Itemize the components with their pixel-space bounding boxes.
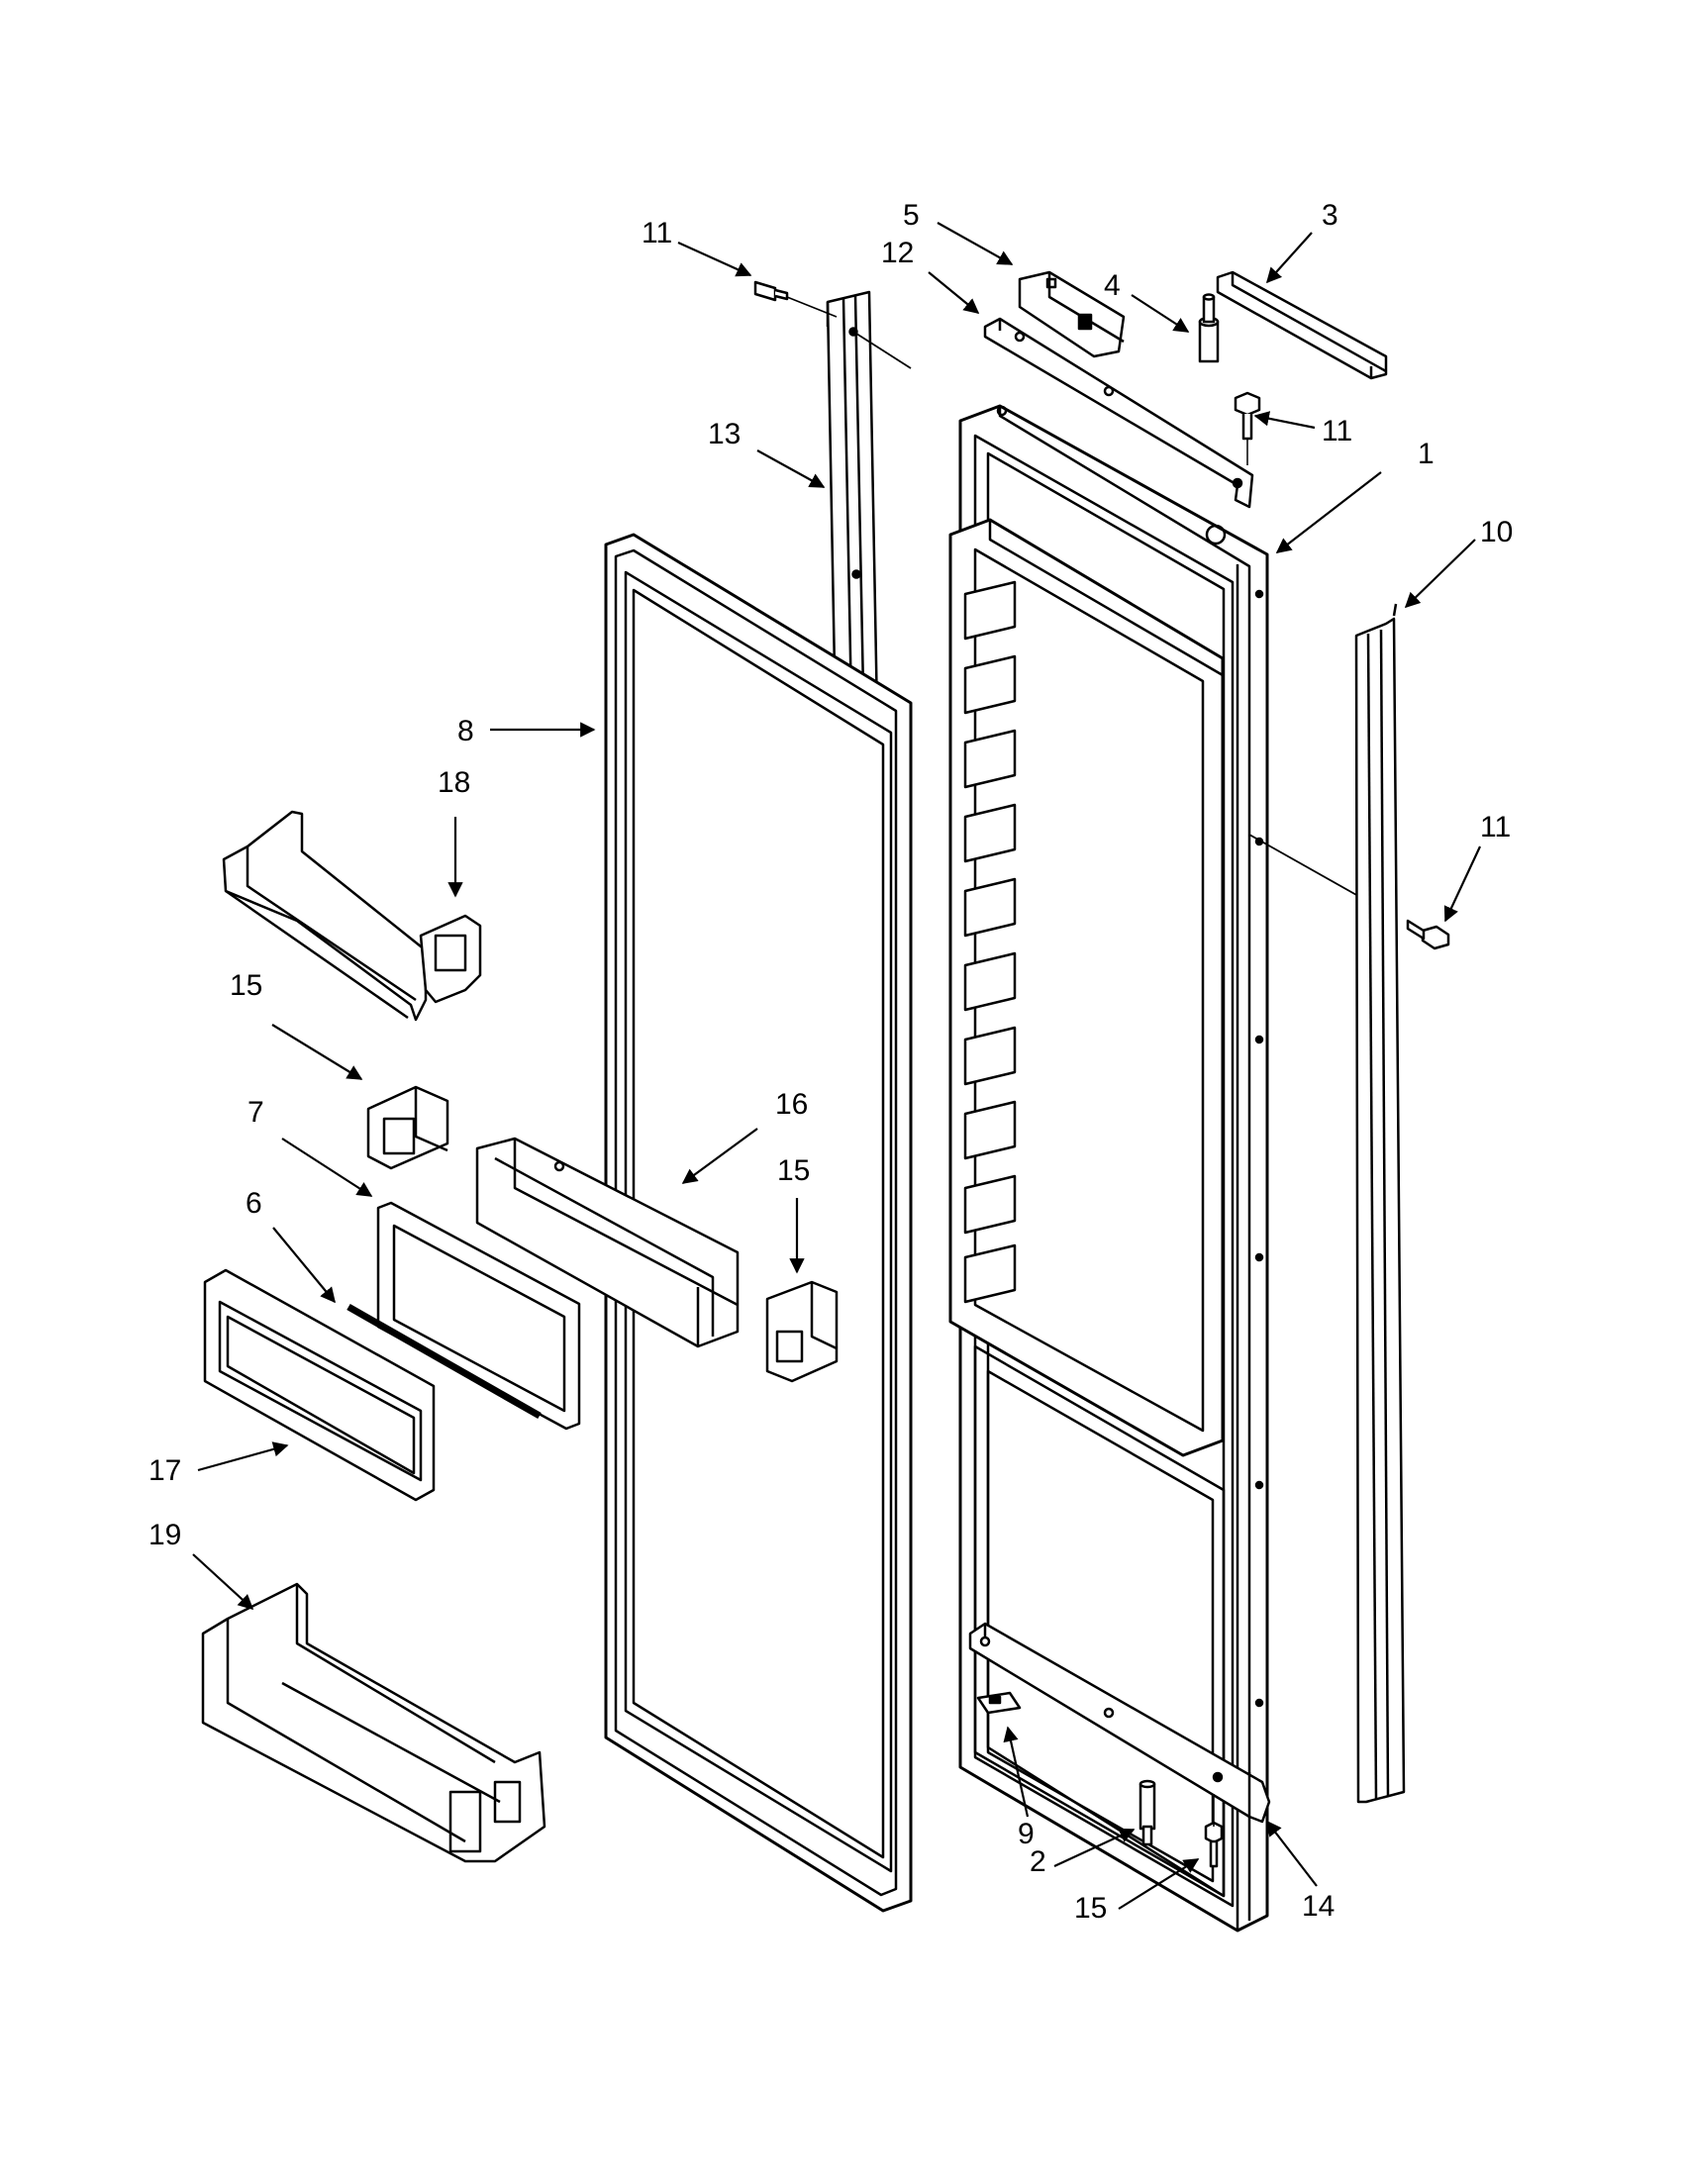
part-3-top-trim <box>1216 270 1388 380</box>
callout-15-upper: 15 <box>230 969 262 1002</box>
callout-16: 16 <box>775 1088 808 1121</box>
callout-3: 3 <box>1322 199 1338 232</box>
callout-4: 4 <box>1104 269 1121 302</box>
part-18-door-bin <box>222 810 482 1022</box>
callout-9: 9 <box>1018 1818 1035 1850</box>
callout-10: 10 <box>1480 516 1513 548</box>
callout-19: 19 <box>148 1519 181 1551</box>
callout-11-top-right: 11 <box>1322 415 1352 447</box>
part-15-end-cap-right <box>765 1280 839 1383</box>
part-11-screw-right <box>1406 919 1450 950</box>
part-14-bottom-bracket <box>968 1622 1271 1824</box>
callout-2: 2 <box>1030 1845 1046 1878</box>
callout-5: 5 <box>903 199 920 232</box>
part-4-hinge-pin <box>1198 293 1220 363</box>
callout-1: 1 <box>1418 438 1435 470</box>
callout-12: 12 <box>881 237 914 269</box>
part-11-screw-top-left <box>753 280 838 318</box>
callout-15-bottom: 15 <box>1074 1892 1107 1925</box>
callout-18: 18 <box>438 766 470 799</box>
callout-6: 6 <box>246 1187 262 1220</box>
part-17-bin-front <box>203 1268 436 1502</box>
callout-17: 17 <box>148 1454 181 1487</box>
callout-7: 7 <box>248 1096 264 1129</box>
part-16-housing <box>475 1137 740 1348</box>
part-6-rod <box>346 1303 542 1420</box>
callout-11-top-left: 11 <box>642 217 672 249</box>
part-12-top-bracket <box>983 317 1254 509</box>
part-8-door-gasket <box>604 533 913 1913</box>
part-1-door-assembly <box>948 404 1359 1933</box>
liner-shelf-ribs <box>963 580 1017 1304</box>
callout-leaders <box>192 222 1481 1910</box>
part-2-hinge-pin <box>1138 1779 1156 1846</box>
part-10-door-trim-right <box>1354 603 1406 1804</box>
part-15-end-cap-upper <box>366 1085 449 1170</box>
callout-8: 8 <box>457 715 474 747</box>
callout-13: 13 <box>708 418 741 450</box>
callout-labels: 1 2 3 4 5 6 7 8 9 10 11 11 11 12 13 14 1… <box>148 199 1513 1925</box>
part-9-clip <box>976 1691 1022 1715</box>
callout-14: 14 <box>1302 1890 1335 1923</box>
part-19-door-bin-lower <box>201 1582 546 1863</box>
part-15-screw-bottom <box>1204 1794 1224 1868</box>
callout-15-right: 15 <box>777 1154 810 1187</box>
callout-11-right: 11 <box>1480 811 1511 844</box>
part-5-hinge-cover <box>1018 270 1126 358</box>
part-11-screw-top-right <box>1234 391 1261 465</box>
